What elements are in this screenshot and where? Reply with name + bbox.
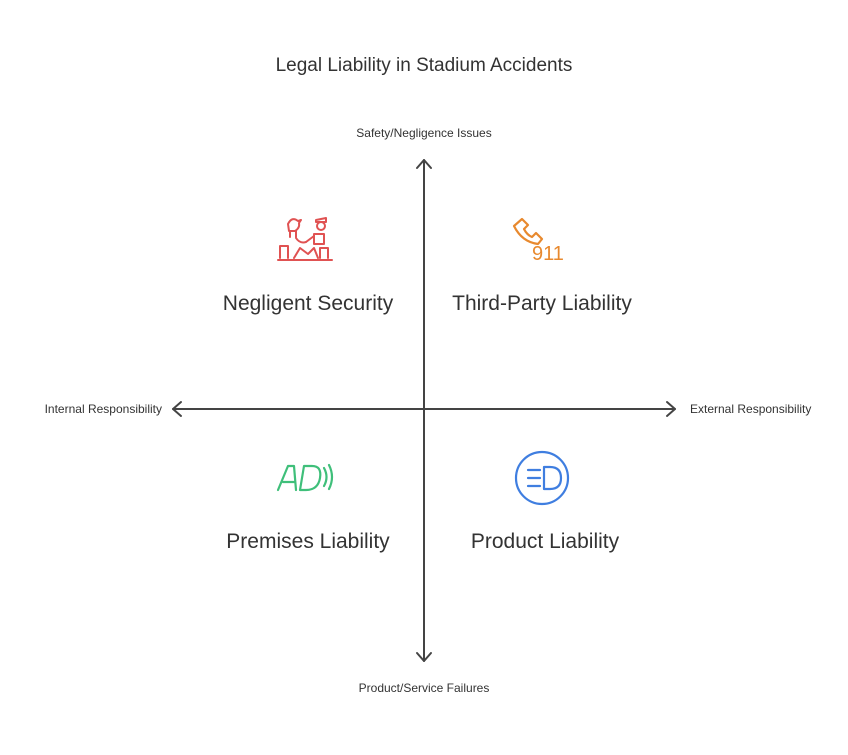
- quadrant-label-premises-liability: Premises Liability: [226, 530, 390, 553]
- icon-911-text: 911: [532, 243, 564, 265]
- arrow-left: [172, 401, 182, 417]
- diagram-title: Legal Liability in Stadium Accidents: [275, 55, 573, 76]
- quadrant-label-product-liability: Product Liability: [470, 530, 620, 553]
- quadrant-label-third-party-liability: Third-Party Liability: [452, 292, 632, 315]
- arrow-down: [416, 652, 432, 662]
- arrow-right: [666, 401, 676, 417]
- axis-label-right: External Responsibility: [690, 402, 812, 416]
- axis-label-left: Internal Responsibility: [44, 402, 162, 416]
- arrow-up: [416, 159, 432, 169]
- security-guard-icon: [277, 217, 333, 261]
- quadrant-label-negligent-security: Negligent Security: [222, 292, 394, 315]
- axis-label-bottom: Product/Service Failures: [358, 681, 490, 695]
- phone-911-icon: 911: [512, 217, 564, 265]
- headlight-icon: [514, 450, 570, 506]
- audio-description-icon: [276, 463, 334, 492]
- axis-label-top: Safety/Negligence Issues: [356, 126, 492, 140]
